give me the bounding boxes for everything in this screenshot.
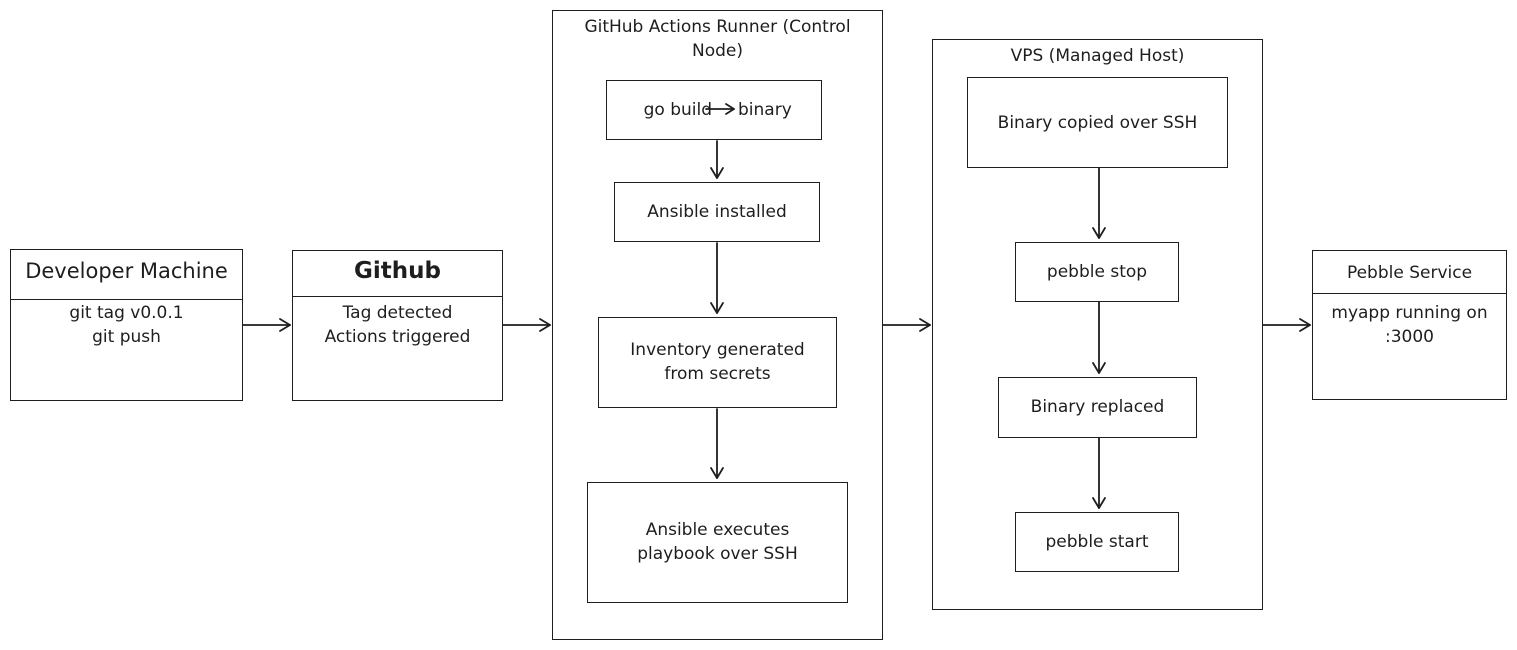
github-divider (292, 296, 503, 297)
binary-replaced-label: Binary replaced (1030, 397, 1165, 417)
developer-machine-box (10, 249, 243, 401)
runner-title: GitHub Actions Runner (Control Node) (584, 17, 851, 61)
github-title: Github (354, 258, 441, 284)
binary-replaced-box (998, 377, 1197, 438)
github-box (292, 250, 503, 401)
arrow-vps-to-pebble-service (1262, 318, 1311, 332)
binary-copied-label: Binary copied over SSH (997, 113, 1198, 133)
pebble-stop-label: pebble stop (1046, 262, 1148, 282)
inventory-box (598, 317, 837, 408)
pebble-start-box (1015, 512, 1179, 572)
binary-label: binary (738, 100, 792, 120)
arrow-github-to-runner (502, 318, 551, 332)
pebble-stop-box (1015, 242, 1179, 302)
developer-machine-divider (10, 299, 243, 300)
ansible-installed-box (614, 182, 820, 242)
pebble-service-box (1312, 250, 1507, 400)
github-text: Tag detected Actions triggered (324, 303, 471, 347)
ansible-executes-label: Ansible executes playbook over SSH (637, 520, 798, 564)
developer-machine-title: Developer Machine (25, 259, 228, 283)
pebble-service-divider (1312, 293, 1507, 294)
pebble-service-title: Pebble Service (1346, 263, 1473, 283)
go-build-box (606, 80, 822, 140)
go-build-label: go build (643, 100, 712, 120)
pebble-service-text: myapp running on :3000 (1331, 303, 1488, 347)
ansible-installed-label: Ansible installed (647, 202, 787, 222)
arrow-runner-to-vps (882, 318, 931, 332)
developer-machine-commands: git tag v0.0.1 git push (69, 303, 184, 347)
ansible-executes-box (587, 482, 848, 603)
vps-title: VPS (Managed Host) (1010, 46, 1185, 66)
inventory-label: Inventory generated from secrets (630, 340, 805, 384)
binary-copied-box (967, 77, 1228, 168)
arrow-developer-to-github (242, 318, 291, 332)
pebble-start-label: pebble start (1045, 532, 1149, 552)
